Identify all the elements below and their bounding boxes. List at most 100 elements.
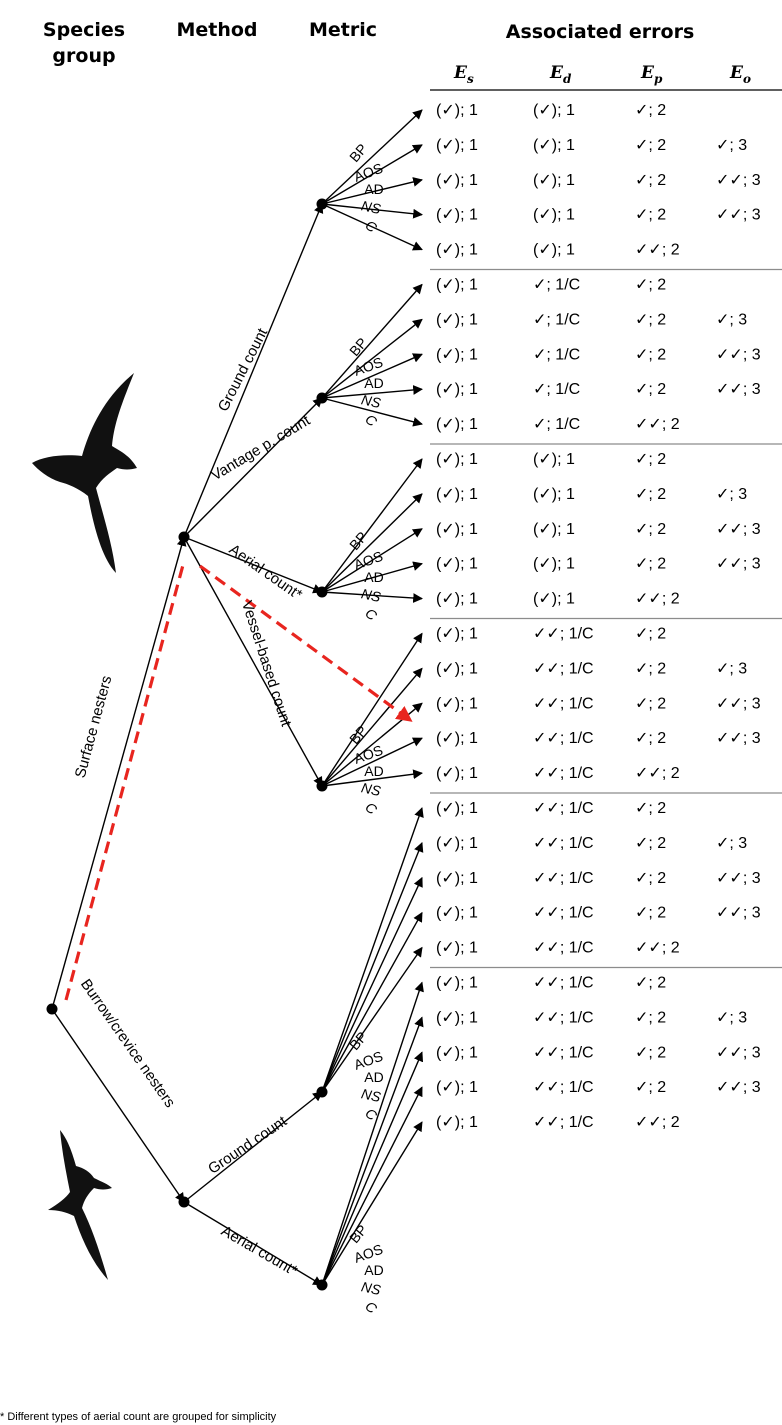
table-cell: ✓✓; 3 [716, 905, 761, 922]
table-cell: (✓); 1 [436, 242, 478, 259]
table-cell: ✓; 2 [635, 800, 666, 817]
burrow-nesters-node [178, 1196, 190, 1208]
table-cell: ✓; 2 [635, 486, 666, 503]
method-node-ground-surface [316, 198, 328, 210]
table-cell: ✓✓; 2 [635, 940, 680, 957]
surface-nester-bird-silhouette-icon [32, 373, 137, 573]
table-cell: ✓; 2 [635, 835, 666, 852]
metric-label-ad: AD [364, 569, 383, 585]
table-cell: (✓); 1 [436, 800, 478, 817]
table-cell: ✓✓; 3 [716, 521, 761, 538]
table-cell: ✓; 3 [716, 835, 747, 852]
table-cell: ✓✓; 1/C [533, 660, 594, 677]
edge-metric-vantage-aos [321, 318, 423, 399]
table-cell: ✓✓; 3 [716, 346, 761, 363]
table-cell: (✓); 1 [533, 207, 575, 224]
table-cell: ✓; 2 [635, 1044, 666, 1061]
metric-label-c: C [362, 217, 381, 236]
table-cell: ✓✓; 1/C [533, 626, 594, 643]
edge-metric-aerial-surface-c [321, 591, 423, 603]
edge-metric-ground-surface-ns [321, 203, 423, 219]
edge-metric-aerial-burrow-ad [321, 1051, 424, 1286]
table-cell: (✓); 1 [436, 277, 478, 294]
column-header-eo: Eo [729, 63, 751, 86]
table-cell: ✓✓; 3 [716, 870, 761, 887]
metric-label-c: C [362, 605, 381, 624]
edge-metric-ground-surface-ad [321, 177, 423, 205]
edge-metric-ground-surface-aos [321, 144, 423, 205]
table-cell: (✓); 1 [436, 556, 478, 573]
table-cell: ✓✓; 1/C [533, 975, 594, 992]
table-cell: (✓); 1 [436, 346, 478, 363]
table-cell: ✓; 3 [716, 660, 747, 677]
table-cell: (✓); 1 [436, 695, 478, 712]
metric-label-ad: AD [364, 1262, 383, 1278]
table-cell: ✓✓; 1/C [533, 730, 594, 747]
error-table: (✓); 1 (✓); 1 ✓; 2 (✓); 1 (✓); 1 ✓; 2 ✓; 3 (✓);… [436, 102, 761, 1131]
table-cell: ✓✓; 1/C [533, 1044, 594, 1061]
table-cell: ✓✓; 2 [635, 416, 680, 433]
table-cell: (✓); 1 [533, 486, 575, 503]
table-cell: ✓; 3 [716, 486, 747, 503]
edge-metric-vantage-ns [321, 385, 423, 399]
edge-metric-aerial-burrow-c [321, 1121, 423, 1286]
edge-metric-aerial-surface-bp [321, 458, 423, 593]
table-cell: (✓); 1 [436, 311, 478, 328]
table-cell: (✓); 1 [436, 940, 478, 957]
table-cell: (✓); 1 [436, 835, 478, 852]
table-cell: (✓); 1 [436, 451, 478, 468]
footnote: * Different types of aerial count are gr… [0, 1411, 277, 1423]
method-node-aerial-surface [316, 586, 328, 598]
metric-labels: BPAOSADNSCBPAOSADNSCBPAOSADNSCBPAOSADNSC… [346, 140, 385, 1317]
edge-method-aerial-surface [183, 536, 323, 594]
edge-metric-ground-surface-c [321, 203, 423, 251]
column-header-ep: Ep [640, 63, 663, 86]
edge-metric-vessel-bp [321, 632, 423, 787]
table-cell: ✓; 1/C [533, 416, 580, 433]
metric-label-c: C [362, 799, 381, 818]
table-cell: ✓; 1/C [533, 277, 580, 294]
table-cell: (✓); 1 [436, 1079, 478, 1096]
edge-metric-vessel-ns [321, 737, 423, 787]
table-cell: ✓✓; 3 [716, 556, 761, 573]
table-cell: (✓); 1 [436, 905, 478, 922]
table-cell: (✓); 1 [533, 172, 575, 189]
table-cell: (✓); 1 [533, 556, 575, 573]
edge-method-aerial-burrow [183, 1201, 323, 1286]
table-cell: ✓; 2 [635, 207, 666, 224]
table-cell: (✓); 1 [533, 102, 575, 119]
table-cell: (✓); 1 [436, 521, 478, 538]
metric-label-ns: NS [360, 779, 383, 799]
root-node [46, 1003, 58, 1015]
metric-label-ad: AD [364, 375, 383, 391]
table-cell: ✓; 1/C [533, 381, 580, 398]
table-cell: ✓✓; 1/C [533, 1009, 594, 1026]
method-label-aerial-burrow: Aerial count* [218, 1222, 300, 1279]
table-cell: (✓); 1 [436, 765, 478, 782]
metric-label-c: C [362, 1298, 381, 1317]
table-cell: ✓✓; 2 [635, 765, 680, 782]
table-cell: ✓; 2 [635, 521, 666, 538]
species-label-surface: Surface nesters [72, 674, 116, 780]
method-node-aerial-burrow [316, 1279, 328, 1291]
table-cell: ✓; 3 [716, 137, 747, 154]
table-cell: (✓); 1 [436, 172, 478, 189]
edge-metric-vantage-ad [321, 353, 423, 399]
edge-root-surface [51, 536, 187, 1010]
table-cell: ✓✓; 2 [635, 242, 680, 259]
table-cell: (✓); 1 [436, 870, 478, 887]
metric-label-ns: NS [360, 1085, 383, 1105]
table-cell: ✓; 2 [635, 1079, 666, 1096]
edge-metric-aerial-surface-aos [321, 493, 423, 593]
highlighted-path [64, 564, 413, 1001]
edge-root-burrow [51, 1008, 185, 1203]
table-cell: ✓; 2 [635, 451, 666, 468]
method-label-vessel: Vessel-based count [238, 599, 295, 730]
table-cell: ✓; 2 [635, 346, 666, 363]
table-cell: (✓); 1 [436, 137, 478, 154]
edge-method-ground-burrow [183, 1091, 323, 1203]
metric-label-bp: BP [346, 1221, 370, 1246]
table-cell: ✓✓; 2 [635, 1114, 680, 1131]
highlight-segment-aerial [199, 564, 413, 722]
